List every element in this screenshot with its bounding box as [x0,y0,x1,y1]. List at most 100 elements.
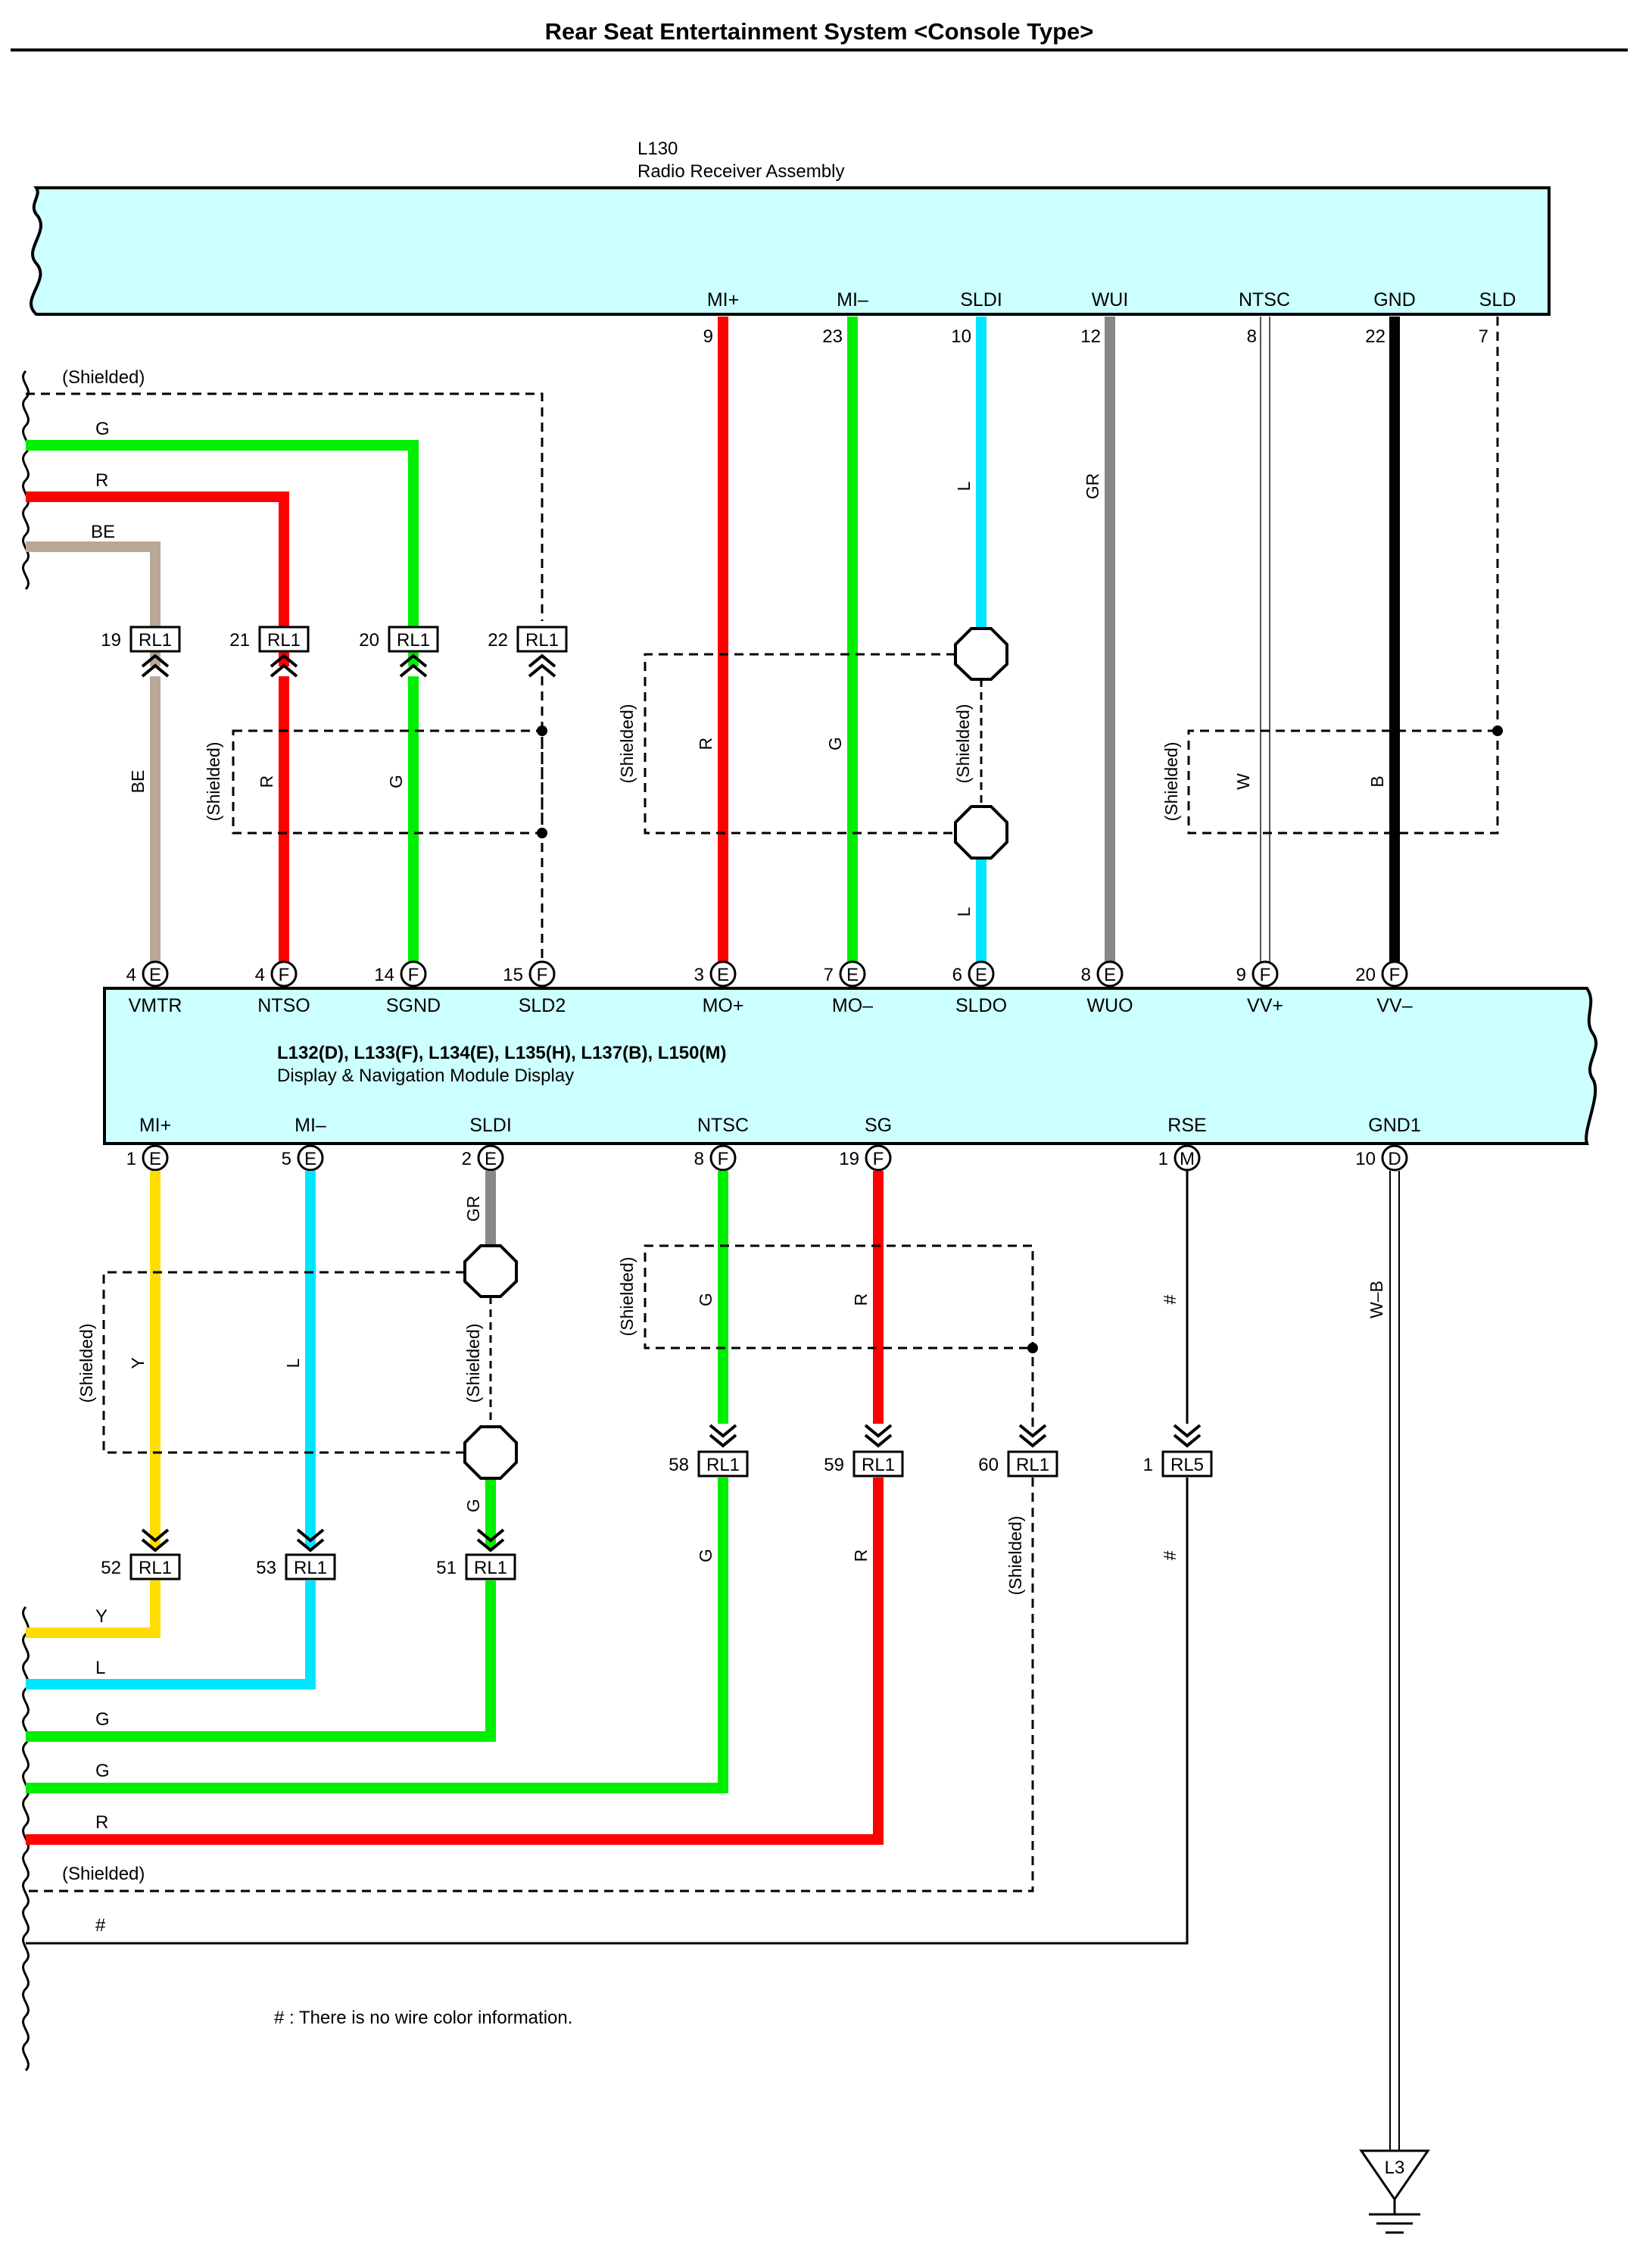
svg-text:F: F [1389,965,1401,985]
svg-text:5: 5 [282,1149,291,1169]
wire-out-y [26,1581,161,1638]
svg-text:NTSC: NTSC [697,1115,749,1136]
lower-left-wire-r-label: R [95,1812,108,1833]
splice-dot [1027,1343,1038,1353]
svg-text:7: 7 [824,965,834,985]
shield-terminal-octagon [463,1425,518,1480]
shield-terminal-octagon [463,1244,518,1298]
svg-text:4: 4 [126,965,136,985]
wire-sld [1187,317,1499,835]
display-top-pin-vmtr: E 4 VMTR [126,960,182,1016]
svg-text:MI–: MI– [295,1115,326,1136]
receiver-pin-23-num: 23 [822,326,843,347]
lower-left-wire-hash-label: # [95,1915,106,1936]
shield-label-lower-60: (Shielded) [1005,1516,1025,1596]
display-name: Display & Navigation Module Display [277,1066,574,1086]
junction-mid-59: RL1 59 [824,1424,904,1478]
display-top-pin-mo-minus: E 7 MO– [824,960,873,1016]
svg-text:VMTR: VMTR [129,995,182,1016]
svg-text:20: 20 [1355,965,1376,985]
svg-text:MI+: MI+ [139,1115,171,1136]
receiver-pin-gnd-name: GND [1373,289,1416,310]
svg-text:RL1: RL1 [294,1558,327,1578]
display-top-pin-vv-plus: F 9 VV+ [1236,960,1283,1016]
lower-left-wire-g1-label: G [95,1709,110,1730]
receiver-pin-wui-name: WUI [1092,289,1129,310]
lower-left-wire-l-label: L [95,1658,105,1678]
display-bottom-pin-sldi: SLDI E 2 [462,1115,512,1172]
shield-label-left: (Shielded) [204,742,223,822]
shield-terminal-octagon [954,805,1008,860]
display-bottom-pin-rse: RSE M 1 [1158,1115,1207,1172]
svg-text:1: 1 [1143,1455,1153,1475]
svg-text:E: E [149,965,161,985]
receiver-pin-8-num: 8 [1247,326,1257,347]
junction-top-21: RL1 21 [229,626,310,678]
wire-out-g1 [26,1581,496,1742]
receiver-pin-7-num: 7 [1479,326,1488,347]
svg-text:WUO: WUO [1086,995,1133,1016]
svg-text:RL1: RL1 [862,1455,895,1475]
wire-code-ntsc: W [1233,773,1253,790]
svg-text:D: D [1388,1149,1401,1169]
svg-text:RL5: RL5 [1170,1455,1204,1475]
receiver-pin-22-num: 22 [1365,326,1385,347]
wire-code-b-gnd: W–B [1367,1281,1386,1318]
svg-text:1: 1 [1158,1149,1168,1169]
wire-code-be: BE [128,770,148,794]
svg-text:59: 59 [824,1455,844,1475]
svg-text:E: E [846,965,859,985]
lower-left-wire-y-label: Y [95,1606,108,1627]
svg-text:F: F [1260,965,1271,985]
shield-box-lower-center [644,1244,1034,1427]
svg-text:RL1: RL1 [1016,1455,1049,1475]
svg-text:NTSO: NTSO [257,995,310,1016]
upper-left-wire-shielded-label: (Shielded) [62,367,145,388]
receiver-pin-sld-name: SLD [1479,289,1516,310]
shield-terminal-octagon [954,627,1008,681]
svg-text:SG: SG [865,1115,892,1136]
svg-text:F: F [873,1149,884,1169]
svg-text:SLDO: SLDO [955,995,1007,1016]
svg-text:22: 22 [488,630,508,651]
shield-label-lower-sldi: (Shielded) [463,1324,483,1403]
svg-text:SGND: SGND [386,995,441,1016]
svg-text:14: 14 [374,965,394,985]
svg-text:F: F [408,965,419,985]
junction-top-19: RL1 19 [101,626,181,678]
svg-text:8: 8 [1081,965,1091,985]
svg-text:GND1: GND1 [1368,1115,1420,1136]
shield-label-center: (Shielded) [617,704,637,784]
junction-mid-1: RL5 1 [1143,1424,1213,1478]
display-top-pin-wuo: E 8 WUO [1081,960,1133,1016]
display-bottom-pin-mi-minus: MI– E 5 [282,1115,326,1172]
svg-text:RL1: RL1 [706,1455,740,1475]
display-bottom-pin-gnd1: GND1 D 10 [1355,1115,1421,1172]
display-top-pin-sldo: E 6 SLDO [952,960,1007,1016]
junction-mid-58: RL1 58 [669,1424,749,1478]
svg-text:VV–: VV– [1376,995,1412,1016]
display-top-pin-mo-plus: E 3 MO+ [694,960,743,1016]
svg-text:E: E [717,965,729,985]
svg-text:RL1: RL1 [397,630,430,651]
svg-text:8: 8 [694,1149,704,1169]
display-top-pin-ntso: F 4 NTSO [255,960,310,1016]
upper-left-edge [22,370,30,591]
wire-code-b-ntsc-upper: G [696,1293,715,1306]
svg-text:E: E [485,1149,497,1169]
wire-code-b-ntsc-lower: G [696,1549,715,1562]
receiver-pin-9-num: 9 [703,326,713,347]
svg-text:M: M [1180,1149,1195,1169]
svg-text:1: 1 [126,1149,136,1169]
junction-top-20: RL1 20 [359,626,439,678]
shielded-wire-upper [26,392,544,621]
svg-text:SLD2: SLD2 [519,995,566,1016]
svg-text:F: F [537,965,548,985]
svg-text:VV+: VV+ [1247,995,1283,1016]
splice-dot [1492,726,1503,736]
svg-text:21: 21 [229,630,250,651]
upper-left-wire-r-label: R [95,470,108,491]
svg-text:RL1: RL1 [139,1558,172,1578]
wire-out-shielded [26,1478,1034,1893]
lower-left-wire-g2-label: G [95,1761,110,1781]
